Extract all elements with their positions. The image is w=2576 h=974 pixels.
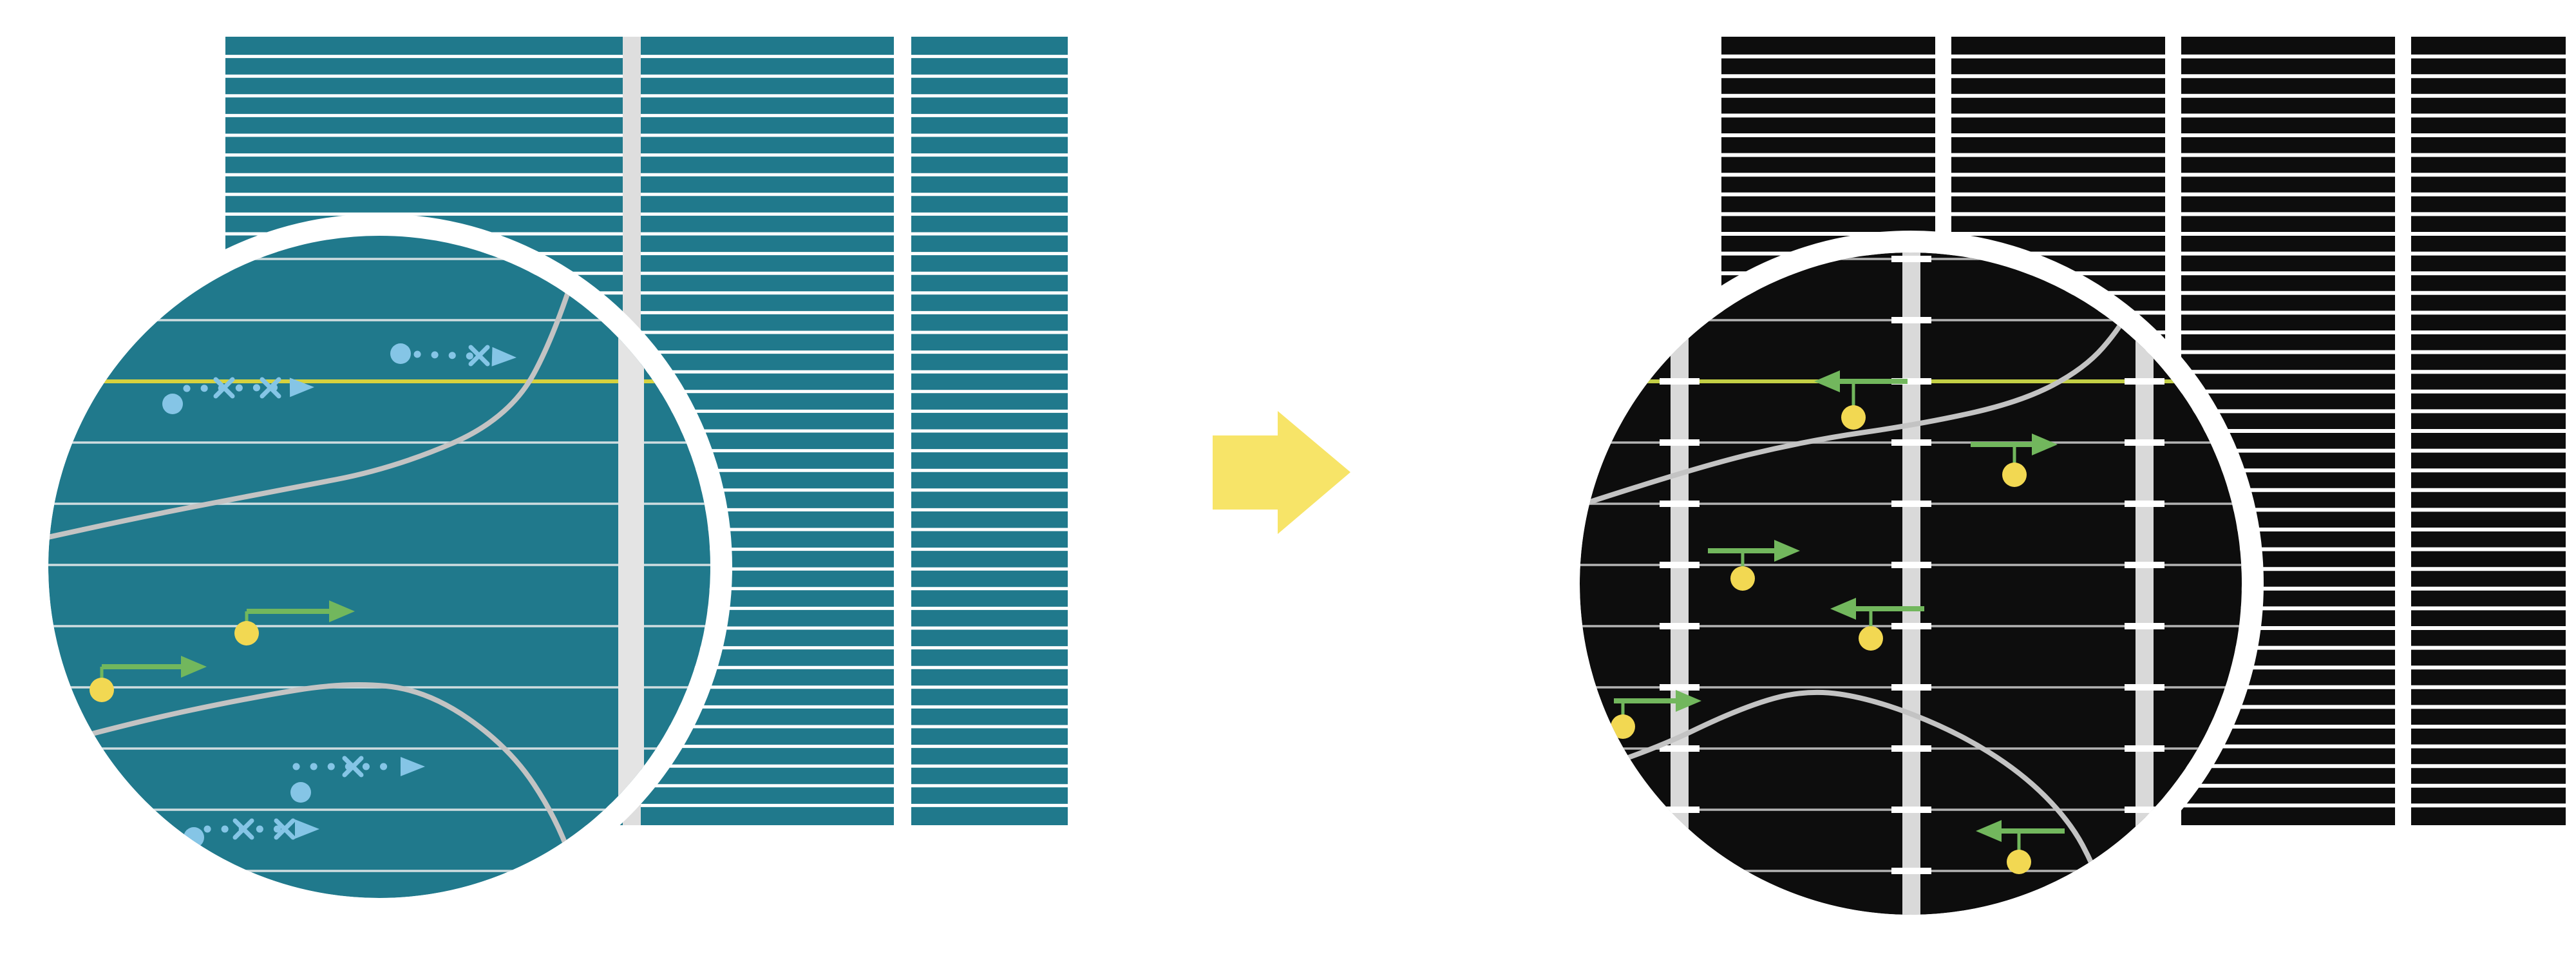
ion-particle-dot [2007,850,2031,874]
grain-boundary [48,682,586,898]
blocked-x-icon [260,377,281,399]
blocked-ion-marker [162,377,314,414]
blocked-x-icon [213,377,235,399]
mobile-ion-marker [1611,690,1701,739]
mobile-ion-marker [1814,370,1908,430]
migration-arrowhead-icon [295,819,319,839]
dotted-migration-trail [413,350,489,360]
ion-particle-dot [1859,626,1883,651]
busbar-tick [2125,868,2164,874]
busbar-tick [1660,623,1700,629]
busbar-tick [1660,378,1700,385]
dotted-migration-trail [183,383,287,392]
busbar-tick [1891,378,1931,385]
mobile-ion-marker [1830,598,1924,651]
mobile-ion-marker [1971,434,2058,487]
blocked-x-icon [274,818,296,840]
busbar-tick [1891,562,1931,568]
busbar-tick [1891,684,1931,691]
migration-arrowhead-icon [181,656,207,678]
migration-arrowhead-icon [1774,540,1800,562]
blocked-ion-marker [390,343,516,367]
busbar-tick [1660,439,1700,446]
busbar-tick [2125,807,2164,813]
busbar-tick [2125,684,2164,691]
migration-arrowhead-icon [289,377,314,397]
ion-particle-dot [90,678,114,702]
busbar-tick [1891,868,1931,874]
busbar-tick [2125,439,2164,446]
blocked-x-icon [468,345,490,367]
ion-particle-dot [1841,405,1866,430]
busbar-tick [1660,745,1700,752]
busbar-tick [2125,501,2164,507]
mobile-ion-marker [90,656,207,702]
busbar-tick [1660,256,1700,262]
busbar-tick [1891,807,1931,813]
right-magnifier [1558,231,2264,937]
transition-arrow-icon [1213,411,1350,534]
ion-particle-dot [290,782,311,803]
ion-particle-dot [1730,566,1755,591]
busbar-tick [1660,562,1700,568]
migration-arrowhead-icon [401,757,425,776]
grain-boundary [1580,289,2141,515]
mobile-ion-marker [1708,540,1800,591]
blocked-x-icon [232,818,254,840]
busbar-tick [1891,317,1931,323]
mobile-ion-marker [234,600,355,645]
ion-particle-dot [1611,714,1635,739]
busbar-tick [1660,868,1700,874]
migration-arrowhead-icon [1976,820,2002,842]
ion-particle-dot [2002,463,2027,487]
busbar-tick [1891,623,1931,629]
busbar-tick [2125,745,2164,752]
migration-arrowhead-icon [329,600,355,622]
busbar-tick [1660,807,1700,813]
busbar-tick [2125,378,2164,385]
busbar-tick [1891,501,1931,507]
mobile-ion-marker [1976,820,2065,874]
grain-boundary [1580,689,2115,915]
migration-arrowhead-icon [1676,690,1701,712]
migration-arrowhead-icon [491,347,516,367]
blocked-x-icon [342,756,364,778]
migration-arrowhead-icon [1830,598,1856,620]
left-magnifier [26,214,732,920]
migration-arrowhead-icon [1814,370,1840,392]
busbar [1902,253,1920,915]
magnifier-background [48,236,710,898]
busbar-tick [2125,623,2164,629]
ion-particle-dot [234,621,259,645]
busbar [1671,253,1689,915]
busbar [2136,253,2154,915]
grain-boundary [48,241,586,545]
blocked-ion-marker [290,756,425,803]
busbar-tick [1891,439,1931,446]
migration-arrowhead-icon [2032,434,2058,455]
busbar-tick [1891,256,1931,262]
magnifier-ring [1558,231,2264,937]
busbar-tick [1660,501,1700,507]
ion-particle-dot [162,394,183,414]
magnifier-ring [26,214,732,920]
busbar-tick [2125,562,2164,568]
busbar-tick [1891,745,1931,752]
busbar-tick [1660,684,1700,691]
ion-particle-dot [390,343,411,364]
